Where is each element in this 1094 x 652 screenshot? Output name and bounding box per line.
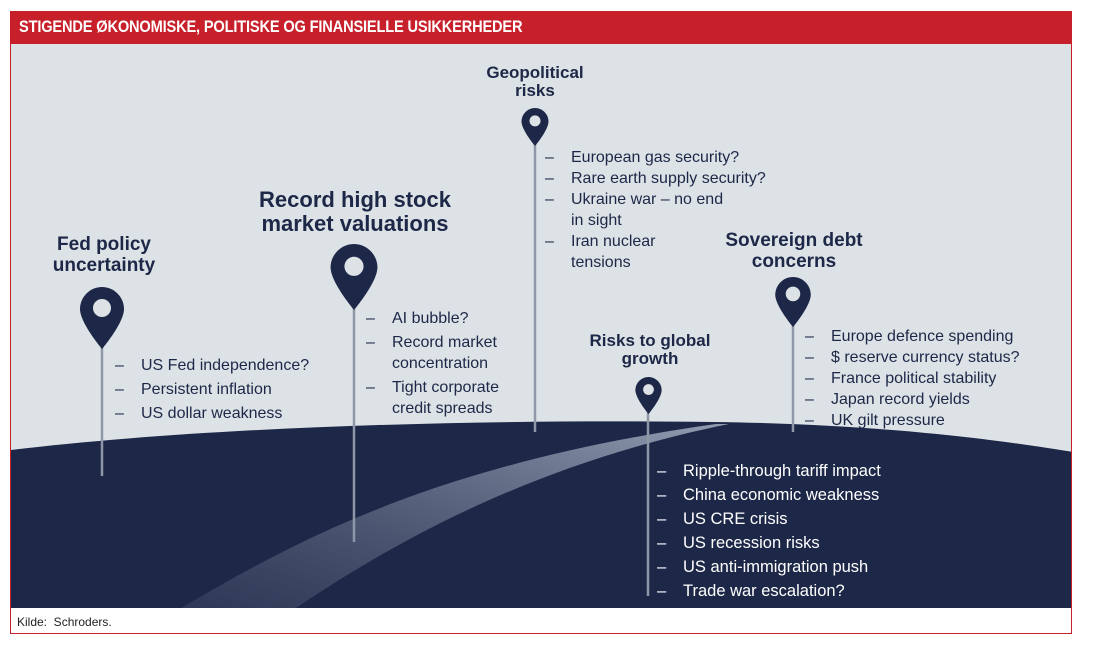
list-item: Japan record yields <box>805 389 1055 410</box>
list-item: AI bubble? <box>366 308 556 329</box>
list-item: US Fed independence? <box>115 355 345 376</box>
marker-title-stock: Record high stock market valuations <box>259 187 451 236</box>
list-item: Persistent inflation <box>115 379 345 400</box>
list-item: Trade war escalation? <box>657 579 957 603</box>
list-item: US dollar weakness <box>115 403 345 424</box>
footer: Kilde: Schroders. <box>11 608 1071 633</box>
list-item: UK gilt pressure <box>805 410 1055 431</box>
list-item: US anti-immigration push <box>657 555 957 579</box>
list-item: Tight corporate credit spreads <box>366 377 556 419</box>
list-item: US CRE crisis <box>657 507 957 531</box>
source-note: Kilde: Schroders. <box>17 615 112 629</box>
list-item: China economic weakness <box>657 483 957 507</box>
map-pin-icon <box>521 108 549 146</box>
infographic-title: STIGENDE ØKONOMISKE, POLITISKE OG FINANS… <box>19 17 523 36</box>
list-item: Ripple-through tariff impact <box>657 459 957 483</box>
diagram-canvas: Fed policy uncertainty Record high stock… <box>11 44 1071 608</box>
marker-list-growth: Ripple-through tariff impact China econo… <box>657 459 957 603</box>
map-pin-icon <box>80 287 124 349</box>
map-pin-icon <box>330 244 378 310</box>
map-pin-icon <box>775 277 811 327</box>
list-item: Rare earth supply security? <box>545 168 805 189</box>
list-item: Iran nuclear tensions <box>545 231 805 273</box>
map-pin-icon <box>635 377 662 414</box>
list-item: $ reserve currency status? <box>805 347 1055 368</box>
marker-title-geo: Geopolitical risks <box>486 63 584 101</box>
marker-title-fed: Fed policy uncertainty <box>52 234 156 276</box>
list-item: Ukraine war – no end in sight <box>545 189 805 231</box>
marker-list-fed: US Fed independence? Persistent inflatio… <box>115 355 345 424</box>
marker-title-growth: Risks to global growth <box>589 331 711 369</box>
list-item: European gas security? <box>545 147 805 168</box>
road-path <box>181 424 729 608</box>
infographic-frame: STIGENDE ØKONOMISKE, POLITISKE OG FINANS… <box>10 11 1072 634</box>
list-item: France political stability <box>805 368 1055 389</box>
marker-list-geo: European gas security? Rare earth supply… <box>545 147 805 273</box>
header-bar: STIGENDE ØKONOMISKE, POLITISKE OG FINANS… <box>11 12 1071 44</box>
list-item: US recession risks <box>657 531 957 555</box>
marker-list-stock: AI bubble? Record market concentration T… <box>366 308 556 419</box>
marker-list-sovereign: Europe defence spending $ reserve curren… <box>805 326 1055 431</box>
list-item: Europe defence spending <box>805 326 1055 347</box>
list-item: Record market concentration <box>366 332 556 374</box>
